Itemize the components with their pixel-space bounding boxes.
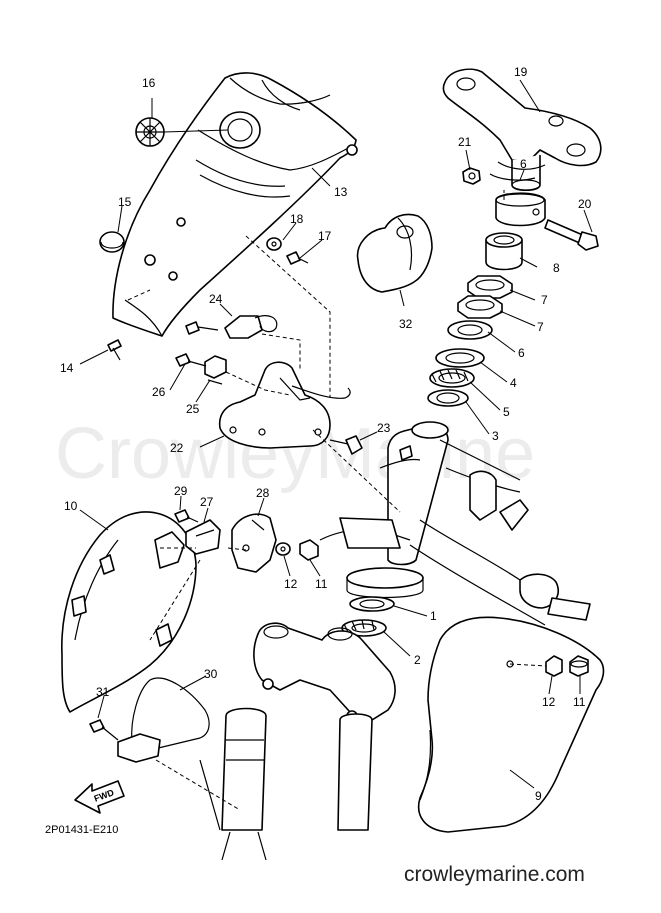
switch-part[interactable] xyxy=(356,213,433,293)
washer-12-left-part[interactable] xyxy=(275,542,291,556)
callout-11-left[interactable]: 11 xyxy=(315,577,328,591)
upper-race-part[interactable] xyxy=(435,348,485,368)
nut-21-part[interactable] xyxy=(462,167,481,185)
callout-18[interactable]: 18 xyxy=(290,212,304,226)
callout-20[interactable]: 20 xyxy=(578,197,592,211)
bracket-28-part[interactable] xyxy=(231,513,277,573)
front-cover-part[interactable] xyxy=(112,72,358,337)
callout-17[interactable]: 17 xyxy=(318,229,332,243)
callout-7-upper[interactable]: 7 xyxy=(541,293,548,307)
callout-22[interactable]: 22 xyxy=(170,441,184,455)
callout-23[interactable]: 23 xyxy=(377,421,391,435)
callout-30[interactable]: 30 xyxy=(204,667,218,681)
forward-arrow-icon: FWD xyxy=(74,780,125,814)
race-bottom-part[interactable] xyxy=(349,596,395,612)
bolt-20-part[interactable] xyxy=(544,219,599,251)
callout-12-left[interactable]: 12 xyxy=(284,577,298,591)
footer-url[interactable]: crowleymarine.com xyxy=(404,863,585,886)
wire-holder-part[interactable] xyxy=(117,677,210,763)
ring-nut-upper-part[interactable] xyxy=(467,275,513,299)
callout-31[interactable]: 31 xyxy=(96,685,110,699)
bracket-part[interactable] xyxy=(218,361,351,449)
callout-13[interactable]: 13 xyxy=(334,185,348,199)
washer-18-part[interactable] xyxy=(266,237,282,251)
cap-part[interactable] xyxy=(99,231,125,253)
callout-2[interactable]: 2 xyxy=(414,653,421,667)
side-cover-part[interactable] xyxy=(61,511,197,713)
callout-6[interactable]: 6 xyxy=(518,346,525,360)
upper-bearing-part[interactable] xyxy=(429,368,475,388)
callout-7-lower[interactable]: 7 xyxy=(537,320,544,334)
callout-26[interactable]: 26 xyxy=(152,385,166,399)
grommet-part[interactable] xyxy=(135,117,165,147)
bolt-11-right-part[interactable] xyxy=(569,655,589,677)
bolt-31-part[interactable] xyxy=(89,719,119,741)
steering-head-part[interactable] xyxy=(379,421,521,566)
bolt-26-part[interactable] xyxy=(175,353,207,367)
screw-14-part[interactable] xyxy=(107,339,122,361)
callout-6-top[interactable]: 6 xyxy=(520,157,527,171)
callout-21[interactable]: 21 xyxy=(458,135,472,149)
callout-15[interactable]: 15 xyxy=(118,195,132,209)
callout-16[interactable]: 16 xyxy=(142,76,156,90)
frame-part[interactable] xyxy=(319,470,591,626)
leg-shield-part[interactable] xyxy=(417,616,605,833)
lower-bracket-part[interactable] xyxy=(199,622,396,861)
callout-12-right[interactable]: 12 xyxy=(542,695,556,709)
collar-part[interactable] xyxy=(485,232,523,271)
callout-27[interactable]: 27 xyxy=(200,495,214,509)
lower-race-part[interactable] xyxy=(427,389,469,407)
callout-29[interactable]: 29 xyxy=(174,484,188,498)
callout-1[interactable]: 1 xyxy=(430,609,437,623)
callout-28[interactable]: 28 xyxy=(256,486,270,500)
screw-17-part[interactable] xyxy=(286,251,309,265)
callout-32[interactable]: 32 xyxy=(399,317,413,331)
screw-24-part[interactable] xyxy=(185,321,219,335)
bolt-29-part[interactable] xyxy=(174,509,199,523)
washer-6-part[interactable] xyxy=(447,320,493,340)
clip-24-part[interactable] xyxy=(224,315,278,339)
clamp-25-part[interactable] xyxy=(204,355,227,385)
handlebar-holder-part[interactable] xyxy=(442,68,602,192)
clamp-lower-part[interactable] xyxy=(495,192,546,227)
bolt-12-right-part[interactable] xyxy=(545,655,563,677)
callout-19[interactable]: 19 xyxy=(514,65,528,79)
callout-10[interactable]: 10 xyxy=(64,499,78,513)
callout-8[interactable]: 8 xyxy=(553,261,560,275)
bolt-23-part[interactable] xyxy=(329,435,363,455)
diagram-code: 2P01431-E210 xyxy=(45,824,118,836)
callout-24[interactable]: 24 xyxy=(209,292,223,306)
callout-25[interactable]: 25 xyxy=(186,402,200,416)
callout-14[interactable]: 14 xyxy=(60,361,74,375)
callout-11-right[interactable]: 11 xyxy=(573,695,586,709)
bolt-11-left-part[interactable] xyxy=(299,539,319,561)
callout-3[interactable]: 3 xyxy=(492,429,499,443)
bracket-27-part[interactable] xyxy=(185,519,221,555)
callout-9[interactable]: 9 xyxy=(535,789,542,803)
callout-5[interactable]: 5 xyxy=(503,405,510,419)
callout-4[interactable]: 4 xyxy=(510,376,517,390)
ring-nut-lower-part[interactable] xyxy=(457,295,503,319)
